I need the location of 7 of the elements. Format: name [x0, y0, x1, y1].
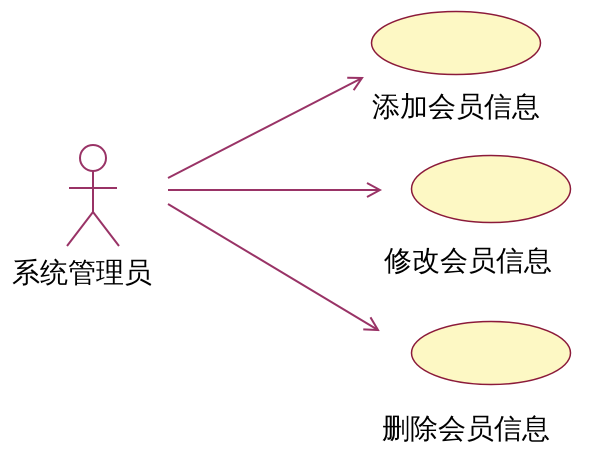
- use-case-label: 添加会员信息: [372, 89, 540, 125]
- actor-name: 系统管理员: [12, 255, 152, 291]
- arrow: [168, 76, 363, 179]
- use-case-label: 删除会员信息: [382, 411, 550, 447]
- arrow: [168, 182, 381, 198]
- use-case-label: 修改会员信息: [384, 243, 552, 279]
- arrow: [167, 203, 379, 331]
